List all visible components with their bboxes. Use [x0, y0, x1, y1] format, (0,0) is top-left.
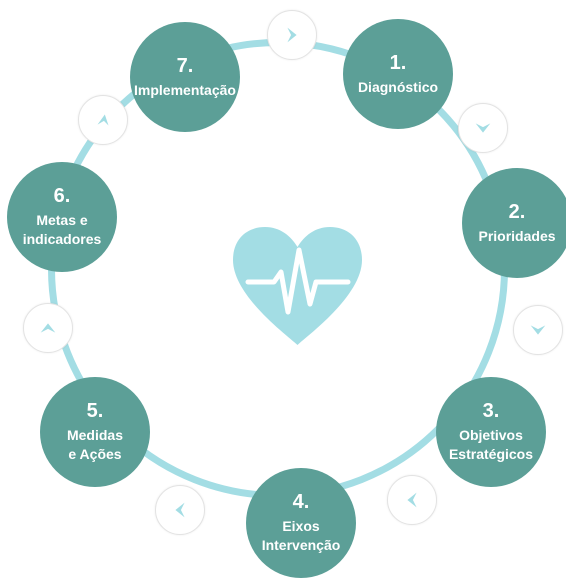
connector-7-to-1	[267, 10, 317, 60]
step-label: Eixos Intervenção	[261, 518, 341, 553]
connector-5-to-6	[23, 303, 73, 353]
step-number: 2.	[508, 200, 526, 223]
step-number: 7.	[176, 54, 194, 77]
step-7-implementacao: 7. Implementação	[130, 22, 240, 132]
connector-3-to-4	[387, 475, 437, 525]
step-4-eixos-intervencao: 4. Eixos Intervenção	[246, 468, 356, 578]
step-number: 5.	[86, 400, 104, 422]
chevron-down-icon	[475, 123, 491, 133]
step-1-diagnostico: 1. Diagnóstico	[343, 19, 453, 129]
heart-pulse-icon	[230, 224, 365, 347]
chevron-down-left-icon	[407, 492, 417, 508]
step-2-prioridades: 2. Prioridades	[462, 168, 566, 278]
connector-1-to-2	[458, 103, 508, 153]
step-number: 3.	[482, 400, 500, 422]
step-number: 6.	[53, 185, 71, 207]
step-label: Metas e indicadores	[22, 212, 102, 247]
step-label: Implementação	[134, 81, 236, 98]
step-6-metas-e-indicadores: 6. Metas e indicadores	[7, 162, 117, 272]
chevron-up-right-icon	[97, 114, 109, 126]
step-label: Medidas e Ações	[66, 427, 123, 462]
step-label: Prioridades	[478, 227, 556, 244]
step-number: 4.	[292, 491, 310, 513]
chevron-right-icon	[287, 27, 297, 43]
step-3-objetivos-estrategicos: 3. Objetivos Estratégicos	[436, 377, 546, 487]
connector-4-to-5	[155, 485, 205, 535]
step-label: Diagnóstico	[357, 78, 439, 95]
connector-6-to-7	[78, 95, 128, 145]
chevron-up-icon	[40, 323, 56, 333]
connector-2-to-3	[513, 305, 563, 355]
step-number: 1.	[389, 51, 407, 74]
step-label: Objetivos Estratégicos	[448, 427, 534, 462]
chevron-down-icon	[530, 325, 546, 335]
chevron-left-icon	[175, 502, 185, 518]
step-5-medidas-e-acoes: 5. Medidas e Ações	[40, 377, 150, 487]
